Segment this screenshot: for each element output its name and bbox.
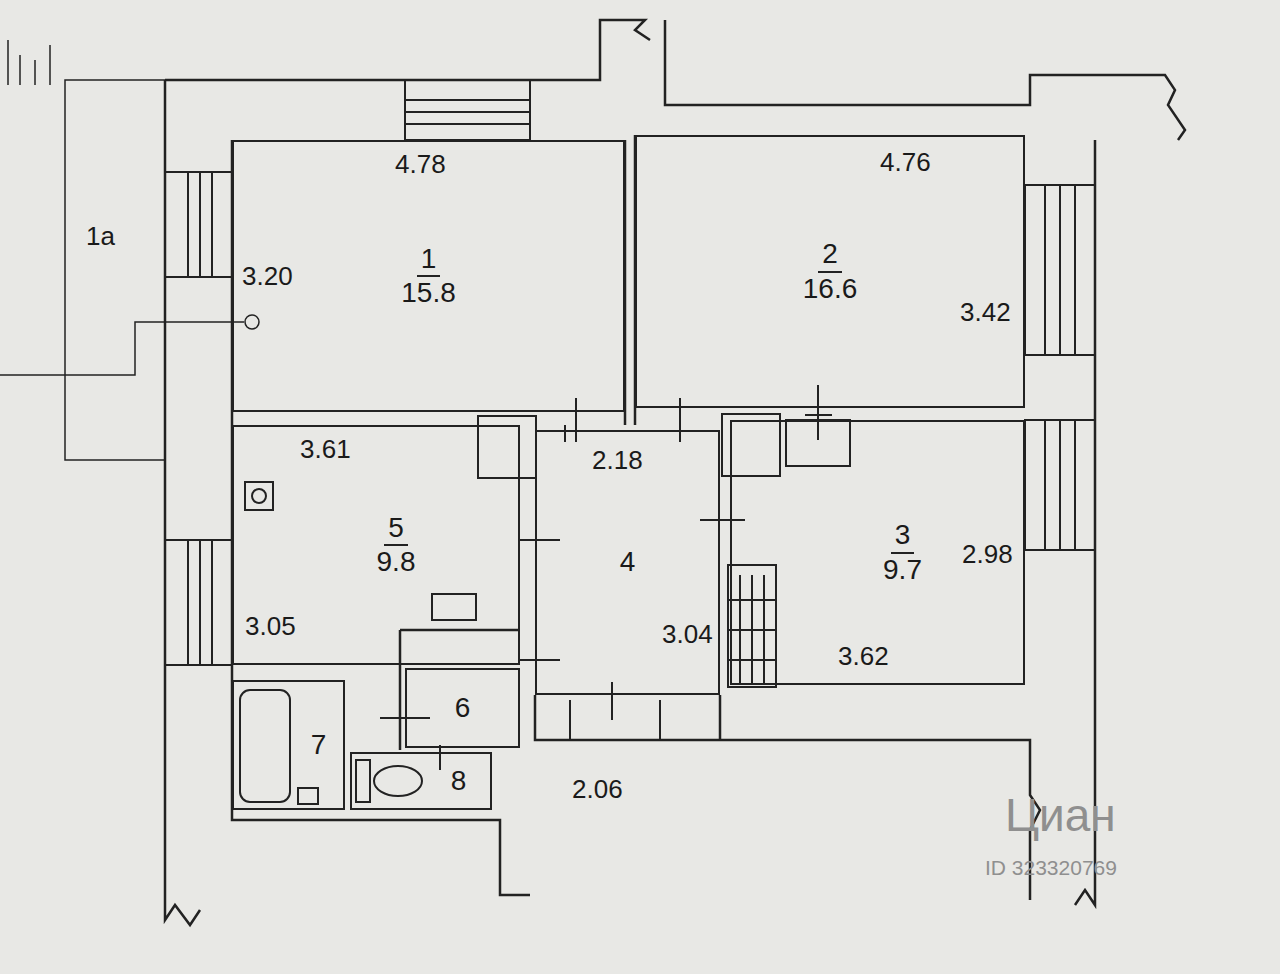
room: 6 bbox=[405, 668, 520, 748]
room-number: 3 bbox=[891, 519, 915, 553]
room-area: 9.8 bbox=[373, 546, 420, 578]
room-area: 16.6 bbox=[799, 273, 862, 305]
window bbox=[405, 80, 530, 140]
door-marks bbox=[380, 398, 745, 770]
partition bbox=[400, 630, 520, 750]
room-number: 5 bbox=[384, 512, 408, 546]
sink-icon bbox=[432, 594, 476, 620]
outer-wall bbox=[165, 80, 200, 925]
bath-tap bbox=[298, 788, 318, 804]
dimension: 3.04 bbox=[662, 620, 713, 649]
dimension: 2.06 bbox=[572, 775, 623, 804]
inner-wall bbox=[535, 695, 1040, 900]
room-number: 7 bbox=[307, 729, 331, 761]
window bbox=[1025, 420, 1095, 550]
windows bbox=[165, 80, 1095, 665]
dimension: 4.76 bbox=[880, 148, 931, 177]
room: 8 bbox=[350, 752, 492, 810]
dimension: 3.05 bbox=[245, 612, 296, 641]
partition bbox=[625, 135, 635, 425]
window bbox=[188, 540, 212, 665]
room-number: 1 bbox=[417, 243, 441, 277]
toilet-tank bbox=[356, 760, 370, 802]
dimension: 3.20 bbox=[242, 262, 293, 291]
inner-wall bbox=[232, 140, 530, 895]
balcony-outline bbox=[65, 80, 165, 460]
watermark: ID 323320769 bbox=[985, 856, 1117, 879]
balcony bbox=[0, 40, 259, 460]
window bbox=[188, 172, 212, 277]
fixtures bbox=[240, 385, 850, 804]
door-mark bbox=[565, 398, 680, 442]
window bbox=[165, 172, 232, 277]
walls bbox=[165, 20, 1185, 925]
room-number: 2 bbox=[818, 238, 842, 272]
vent-mark bbox=[805, 385, 832, 440]
room-area: 15.8 bbox=[397, 277, 460, 309]
dimension: 2.98 bbox=[962, 540, 1013, 569]
stair bbox=[728, 565, 776, 687]
window bbox=[1025, 185, 1095, 355]
dimension: 3.62 bbox=[838, 642, 889, 671]
dimension: 3.61 bbox=[300, 435, 351, 464]
door-mark bbox=[380, 682, 660, 770]
window bbox=[1045, 420, 1075, 550]
window bbox=[1045, 185, 1075, 355]
dimension: 4.78 bbox=[395, 150, 446, 179]
room: 7 bbox=[232, 680, 345, 810]
stair-hatch bbox=[728, 575, 776, 685]
room-number: 4 bbox=[616, 546, 640, 578]
dimension: 3.42 bbox=[960, 298, 1011, 327]
window bbox=[165, 540, 232, 665]
leader-line bbox=[0, 322, 244, 375]
room-callout: 1а bbox=[86, 222, 115, 251]
window bbox=[405, 100, 530, 124]
bathtub-icon bbox=[240, 690, 290, 802]
door-mark bbox=[520, 520, 745, 660]
room-area: 9.7 bbox=[879, 554, 926, 586]
room-number: 8 bbox=[447, 765, 471, 797]
inner-wall bbox=[719, 695, 722, 740]
stove-icon bbox=[252, 489, 266, 503]
room: 216.6 bbox=[635, 135, 1025, 408]
room-number: 6 bbox=[451, 692, 475, 724]
radiator-mark bbox=[245, 315, 259, 329]
dimension-ticks bbox=[8, 40, 50, 85]
outer-wall bbox=[165, 20, 650, 80]
watermark: Циан bbox=[1005, 790, 1116, 841]
outer-wall bbox=[665, 20, 1185, 140]
stove-icon bbox=[245, 482, 273, 510]
toilet-icon bbox=[374, 766, 422, 796]
dimension: 2.18 bbox=[592, 446, 643, 475]
